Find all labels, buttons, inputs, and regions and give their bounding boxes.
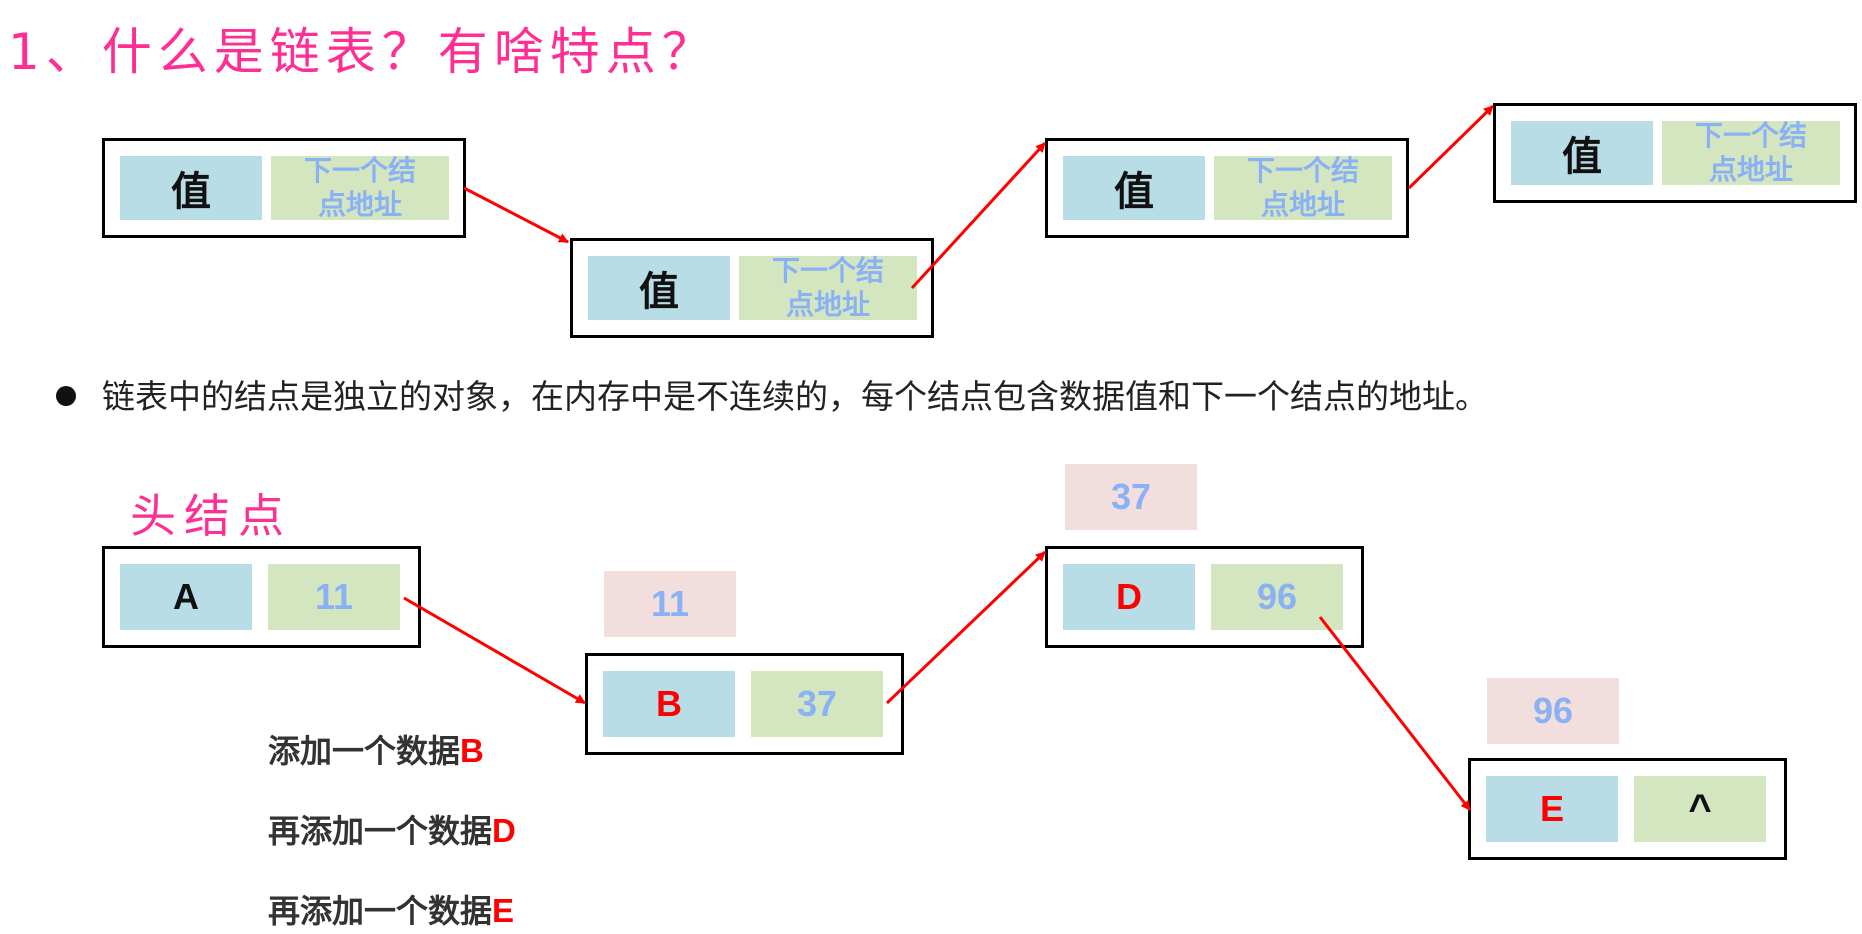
node-value-cell: 值 <box>120 156 262 220</box>
node-null-pointer-cell: ^ <box>1634 776 1766 842</box>
node-next-address-cell: 37 <box>751 671 883 737</box>
node-next-address-cell: 下一个结 点地址 <box>1214 154 1392 221</box>
step-letter: D <box>492 812 516 849</box>
bullet-dot-icon <box>56 385 76 406</box>
node-next-address-cell: 下一个结 点地址 <box>739 254 917 321</box>
node-next-address-cell: 下一个结 点地址 <box>271 154 449 221</box>
bullet-text: 链表中的结点是独立的对象，在内存中是不连续的，每个结点包含数据值和下一个结点的地… <box>102 377 1488 416</box>
top-node-1: 值 下一个结 点地址 <box>102 138 466 238</box>
step-add-b: 添加一个数据B <box>268 732 484 770</box>
arrow-top-2-to-3 <box>910 141 1047 290</box>
page-title: 1、什么是链表？有啥特点？ <box>8 23 718 81</box>
step-letter: E <box>492 892 515 929</box>
node-value-cell: B <box>603 671 735 737</box>
step-add-e: 再添加一个数据E <box>268 892 515 930</box>
head-node-label: 头结点 <box>130 489 292 543</box>
arrow-top-1-to-2 <box>463 186 569 244</box>
node-next-address-cell: 11 <box>268 564 400 630</box>
bottom-node-b: B 37 <box>585 653 904 755</box>
node-value-cell: 值 <box>588 256 730 320</box>
bottom-node-e: E ^ <box>1468 758 1787 860</box>
node-value-cell: 值 <box>1063 156 1205 220</box>
node-next-address-cell: 96 <box>1211 564 1343 630</box>
top-node-2: 值 下一个结 点地址 <box>570 238 934 338</box>
arrow-d-to-e <box>1318 616 1472 811</box>
node-value-cell: D <box>1063 564 1195 630</box>
address-tag-b: 11 <box>604 571 736 637</box>
bullet-point: 链表中的结点是独立的对象，在内存中是不连续的，每个结点包含数据值和下一个结点的地… <box>56 370 1488 418</box>
address-tag-d: 37 <box>1065 464 1197 530</box>
node-next-address-cell: 下一个结 点地址 <box>1662 119 1840 186</box>
step-add-d: 再添加一个数据D <box>268 812 516 850</box>
top-node-3: 值 下一个结 点地址 <box>1045 138 1409 238</box>
arrow-a-to-b <box>403 596 586 705</box>
top-node-4: 值 下一个结 点地址 <box>1493 103 1857 203</box>
address-tag-e: 96 <box>1487 678 1619 744</box>
node-value-cell: 值 <box>1511 121 1653 185</box>
node-value-cell: E <box>1486 776 1618 842</box>
arrow-top-3-to-4 <box>1407 104 1495 190</box>
arrow-b-to-d <box>885 550 1047 705</box>
bottom-node-a: A 11 <box>102 546 421 648</box>
bottom-node-d: D 96 <box>1045 546 1364 648</box>
step-letter: B <box>460 732 484 769</box>
node-value-cell: A <box>120 564 252 630</box>
